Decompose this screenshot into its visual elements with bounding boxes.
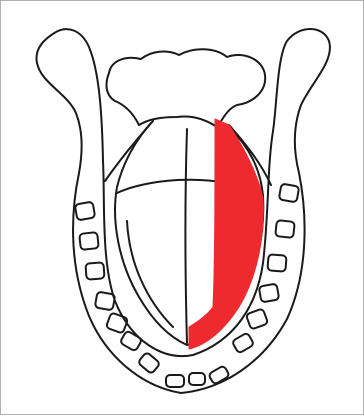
tooth-socket <box>267 254 286 271</box>
tooth-socket <box>189 373 205 385</box>
mandible-outline <box>36 29 329 393</box>
tooth-socket <box>79 232 99 250</box>
tooth-socket <box>259 284 280 303</box>
median-sulcus <box>186 129 188 343</box>
tooth-socket <box>246 308 268 329</box>
hyoid-bone <box>107 49 266 127</box>
tooth-socket <box>208 365 230 384</box>
tooth-socket <box>106 312 128 333</box>
tooth-socket <box>166 375 184 387</box>
floor-diagonal-left <box>105 121 153 181</box>
tooth-socket <box>120 330 143 351</box>
tongue-inner-line-left <box>127 221 173 327</box>
tooth-socket <box>75 202 96 221</box>
tooth-socket <box>275 220 295 238</box>
tooth-socket <box>279 184 300 203</box>
tooth-socket <box>85 262 104 279</box>
tooth-socket <box>138 352 161 374</box>
tooth-socket <box>95 292 116 311</box>
tooth-socket <box>232 332 255 353</box>
